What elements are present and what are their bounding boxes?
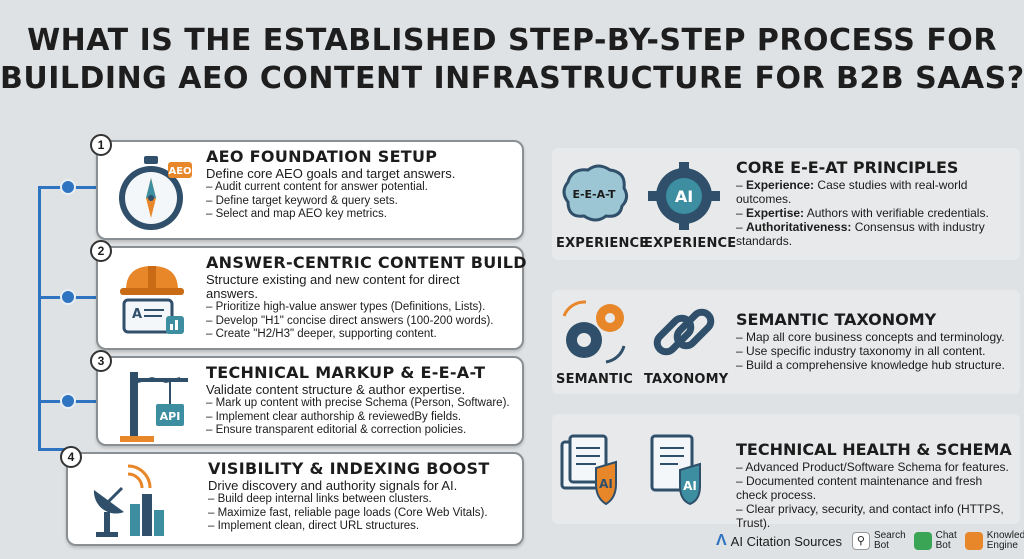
step-item: Implement clean, direct URL structures.: [208, 520, 514, 534]
icon-caption: EXPERIENCE: [556, 236, 649, 251]
panel-item: Authoritativeness: Consensus with indust…: [736, 220, 1014, 248]
step-lead: Structure existing and new content for d…: [206, 272, 460, 301]
panel-item: Clear privacy, security, and contact inf…: [736, 502, 1014, 530]
chain-link-icon: [648, 296, 720, 368]
step-item: Implement clear authorship & reviewedBy …: [206, 411, 514, 425]
legend-title: AI Citation Sources: [730, 533, 842, 549]
panel-title: CORE E-E-AT PRINCIPLES: [736, 158, 959, 177]
gears-icon: [558, 296, 630, 368]
step-card-1: 1 AEO AEO FOUNDATION SETUP Define core A…: [90, 134, 524, 240]
step-item: Define target keyword & query sets.: [206, 195, 514, 209]
icon-caption: EXPERIENCE: [644, 236, 737, 251]
step-title: AEO FOUNDATION SETUP: [206, 147, 438, 166]
flow-node-dot: [60, 393, 76, 409]
step-lead: Validate content structure & author expe…: [206, 382, 466, 397]
step-item: Develop "H1" concise direct answers (100…: [206, 315, 514, 329]
crane-api-icon: API: [112, 364, 192, 444]
icon-caption: SEMANTIC: [556, 372, 633, 387]
flow-node-dot: [60, 289, 76, 305]
stopwatch-compass-icon: AEO: [112, 154, 192, 234]
satellite-city-icon: [88, 460, 168, 540]
gear-ai-icon: AI: [648, 162, 720, 234]
legend-item-label: KnowledgeEngine: [986, 530, 1024, 551]
flow-connector-branch: [38, 448, 68, 451]
panel-title: TECHNICAL HEALTH & SCHEMA: [736, 440, 1012, 459]
panel-item: Advanced Product/Software Schema for fea…: [736, 460, 1014, 474]
documents-shield-icon: AI: [558, 434, 630, 506]
step-item: Build deep internal links between cluste…: [208, 493, 514, 507]
step-number: 4: [60, 446, 82, 468]
panel-item: Expertise: Authors with verifiable crede…: [736, 206, 1014, 220]
aeo-badge: AEO: [168, 166, 191, 177]
step-title: TECHNICAL MARKUP & E-E-A-T: [206, 363, 486, 382]
flow-node-dot: [60, 179, 76, 195]
step-number: 1: [90, 134, 112, 156]
step-item: Select and map AEO key metrics.: [206, 208, 514, 222]
step-item: Ensure transparent editorial & correctio…: [206, 424, 514, 438]
api-badge: API: [160, 410, 181, 423]
chat-icon: [913, 532, 932, 550]
panel-item: Experience: Case studies with real-world…: [736, 178, 1014, 206]
panel-item: Map all core business concepts and termi…: [736, 330, 1014, 344]
step-title: ANSWER-CENTRIC CONTENT BUILD: [206, 253, 527, 272]
step-card-4: 4 VISIBILITY & INDEXING BOOST Drive disc…: [60, 446, 524, 546]
step-item: Audit current content for answer potenti…: [206, 181, 514, 195]
step-item: Create "H2/H3" deeper, supporting conten…: [206, 328, 514, 342]
svg-text:AI: AI: [683, 479, 697, 493]
panel-item: Documented content maintenance and fresh…: [736, 474, 1014, 502]
step-item: Prioritize high-value answer types (Defi…: [206, 301, 514, 315]
panel-core-eeat: E-E-A-T AI EXPERIENCE EXPERIENCE CORE E-…: [552, 148, 1020, 260]
step-lead: Drive discovery and authority signals fo…: [208, 478, 458, 493]
title-line-2: BUILDING AEO CONTENT INFRASTRUCTURE FOR …: [0, 61, 1024, 96]
knowledge-icon: [964, 532, 983, 550]
step-title: VISIBILITY & INDEXING BOOST: [208, 459, 490, 478]
step-lead: Define core AEO goals and target answers…: [206, 166, 456, 181]
step-number: 3: [90, 350, 112, 372]
panel-technical-health: AI AI TECHNICAL HEALTH & SCHEMA Advanced…: [552, 414, 1020, 530]
panel-item: Build a comprehensive knowledge hub stru…: [736, 358, 1014, 372]
document-shield-icon: AI: [648, 434, 720, 506]
step-item: Maximize fast, reliable page loads (Core…: [208, 507, 514, 521]
icon-caption: TAXONOMY: [644, 372, 729, 387]
step-card-2: 2 A ANSWER-CENTRIC CONTENT BUILD Structu…: [90, 240, 527, 350]
brain-eeat-icon: E-E-A-T: [558, 162, 630, 234]
panel-item: Use specific industry taxonomy in all co…: [736, 344, 1014, 358]
page-title: WHAT IS THE ESTABLISHED STEP-BY-STEP PRO…: [0, 22, 1024, 98]
ai-citation-icon: Λ: [716, 532, 727, 549]
svg-text:AI: AI: [675, 187, 693, 206]
svg-text:A: A: [132, 307, 142, 322]
panel-title: SEMANTIC TAXONOMY: [736, 310, 937, 329]
step-card-3: 3 API TECHNICAL MARKUP & E-E-A-T Validat…: [90, 350, 524, 446]
panel-semantic-taxonomy: SEMANTIC TAXONOMY SEMANTIC TAXONOMY Map …: [552, 290, 1020, 394]
flow-connector: [38, 186, 41, 450]
svg-text:E-E-A-T: E-E-A-T: [572, 188, 616, 201]
search-icon: ⚲: [851, 532, 870, 550]
svg-text:AI: AI: [599, 477, 613, 491]
title-line-1: WHAT IS THE ESTABLISHED STEP-BY-STEP PRO…: [27, 23, 997, 58]
hardhat-document-icon: A: [112, 260, 192, 340]
step-item: Mark up content with precise Schema (Per…: [206, 397, 514, 411]
step-number: 2: [90, 240, 112, 262]
